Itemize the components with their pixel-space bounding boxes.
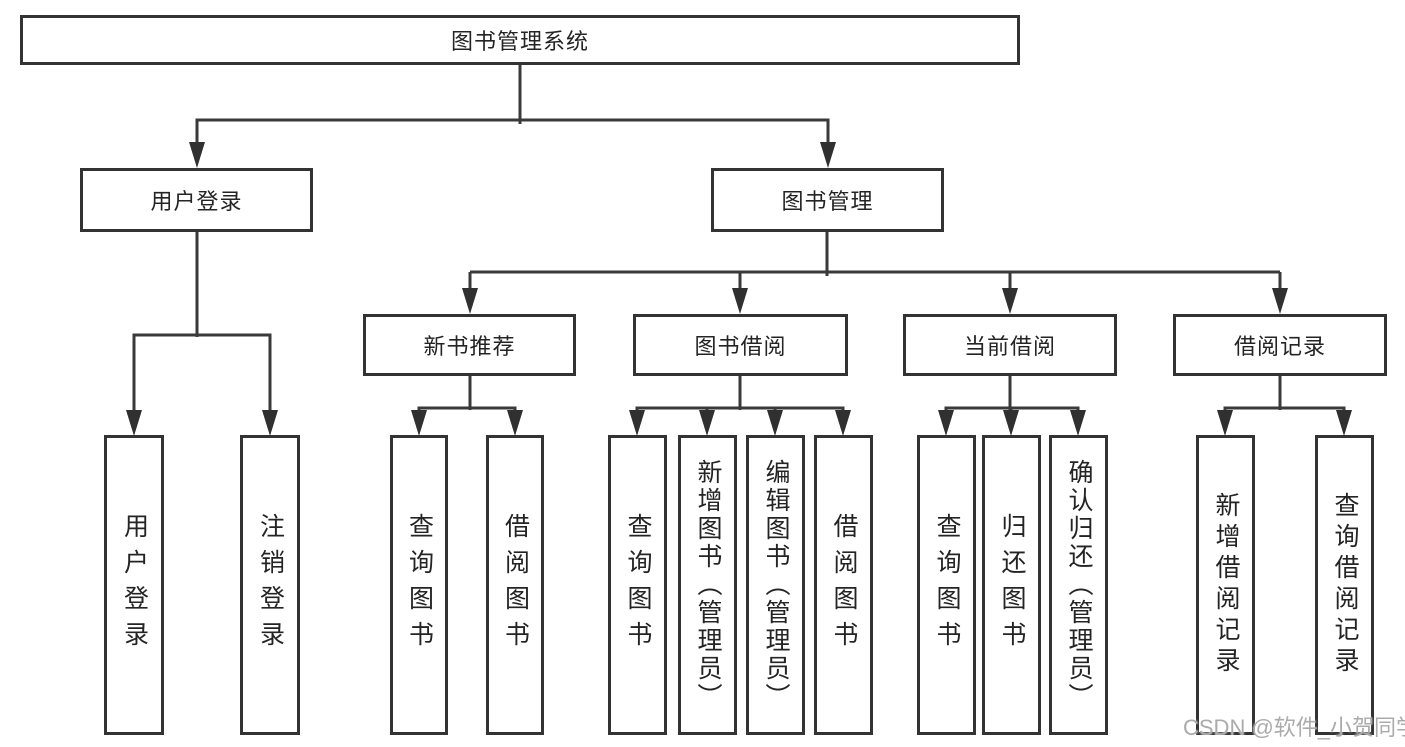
node-book-management-label: 图书管理 [781,189,874,214]
node-current-borrow-label: 当前借阅 [963,334,1056,359]
node-new-book-recommend: 新书推荐 [363,314,576,376]
node-book-borrow: 图书借阅 [633,314,848,376]
connector-bookborrow-rail [635,406,845,411]
leaf-borrow-add-admin-label: 新增图书（管理员） [694,459,722,711]
node-root-label: 图书管理系统 [450,29,589,54]
leaf-records-query-label: 查询借阅记录 [1331,492,1359,678]
leaf-borrow-edit-admin-label: 编辑图书（管理员） [762,459,790,711]
leaf-records-add: 新增借阅记录 [1196,435,1255,735]
leaf-newbooks-query: 查询图书 [390,435,448,735]
connector-records-rail [1223,406,1346,411]
leaf-records-add-label: 新增借阅记录 [1212,492,1240,678]
leaf-borrow-book-label: 借阅图书 [830,513,858,657]
node-root: 图书管理系统 [20,15,1020,65]
connector-currentborrow-rail [944,406,1080,411]
leaf-borrow-edit-admin: 编辑图书（管理员） [746,435,805,735]
connector-newbooks-rail [417,406,517,411]
leaf-current-confirm-return-admin-label: 确认归还（管理员） [1065,459,1093,711]
leaf-user-login: 用户登录 [104,435,164,735]
node-current-borrow: 当前借阅 [903,314,1117,376]
leaf-newbooks-borrow-label: 借阅图书 [501,513,530,657]
leaf-borrow-book: 借阅图书 [814,435,873,735]
node-borrow-records-label: 借阅记录 [1233,334,1326,359]
leaf-records-query: 查询借阅记录 [1315,435,1374,735]
leaf-user-login-label: 用户登录 [120,513,149,657]
node-borrow-records: 借阅记录 [1173,314,1387,376]
connector-level1-rail [195,118,830,144]
leaf-borrow-query-label: 查询图书 [624,513,652,657]
leaf-newbooks-query-label: 查询图书 [405,513,434,657]
csdn-watermark: CSDN @软件_小贺同学 [1183,715,1405,740]
leaf-borrow-add-admin: 新增图书（管理员） [678,435,737,735]
node-book-management: 图书管理 [711,168,944,232]
leaf-current-return-label: 归还图书 [998,513,1026,657]
leaf-logout: 注销登录 [240,435,300,735]
connector-userlogin-rail [132,333,272,411]
leaf-current-return: 归还图书 [982,435,1041,735]
leaf-newbooks-borrow: 借阅图书 [486,435,544,735]
node-book-borrow-label: 图书借阅 [694,334,787,359]
leaf-borrow-query: 查询图书 [608,435,667,735]
leaf-current-query: 查询图书 [917,435,976,735]
leaf-current-confirm-return-admin: 确认归还（管理员） [1049,435,1108,735]
leaf-logout-label: 注销登录 [256,513,285,657]
leaf-current-query-label: 查询图书 [933,513,961,657]
node-user-login-label: 用户登录 [150,189,243,214]
node-new-book-recommend-label: 新书推荐 [423,334,516,359]
node-user-login: 用户登录 [80,168,313,232]
